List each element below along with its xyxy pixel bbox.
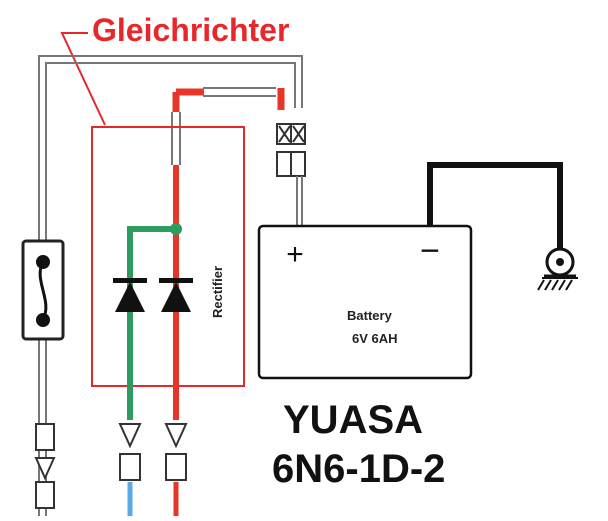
fuse-holder bbox=[21, 239, 65, 341]
battery-name-label: Battery bbox=[347, 308, 393, 323]
bottom-connector-left bbox=[34, 423, 56, 509]
diode-left bbox=[113, 278, 147, 312]
junction-dot bbox=[170, 223, 182, 235]
ground-icon bbox=[537, 247, 578, 291]
battery-model: 6N6-1D-2 bbox=[272, 447, 446, 491]
rectifier-output-wire bbox=[171, 88, 285, 165]
rectifier-label: Rectifier bbox=[210, 266, 225, 318]
top-jumper-wire bbox=[203, 87, 276, 97]
rectifier-highlight-box bbox=[91, 126, 245, 387]
battery-rating-label: 6V 6AH bbox=[352, 331, 398, 346]
battery-plus-label: + bbox=[286, 238, 304, 271]
battery-connector bbox=[276, 123, 306, 177]
rectifier-green-wire bbox=[127, 226, 176, 420]
battery-minus-label: − bbox=[420, 232, 440, 270]
diode-right bbox=[159, 278, 193, 312]
battery-brand: YUASA bbox=[283, 398, 424, 442]
battery-body bbox=[257, 224, 473, 380]
bottom-connector-red bbox=[164, 423, 188, 481]
annotation-title: Gleichrichter bbox=[92, 12, 290, 48]
bottom-connector-green bbox=[118, 423, 142, 481]
ground-wire bbox=[427, 162, 563, 248]
annotation-leader-line bbox=[60, 32, 106, 126]
